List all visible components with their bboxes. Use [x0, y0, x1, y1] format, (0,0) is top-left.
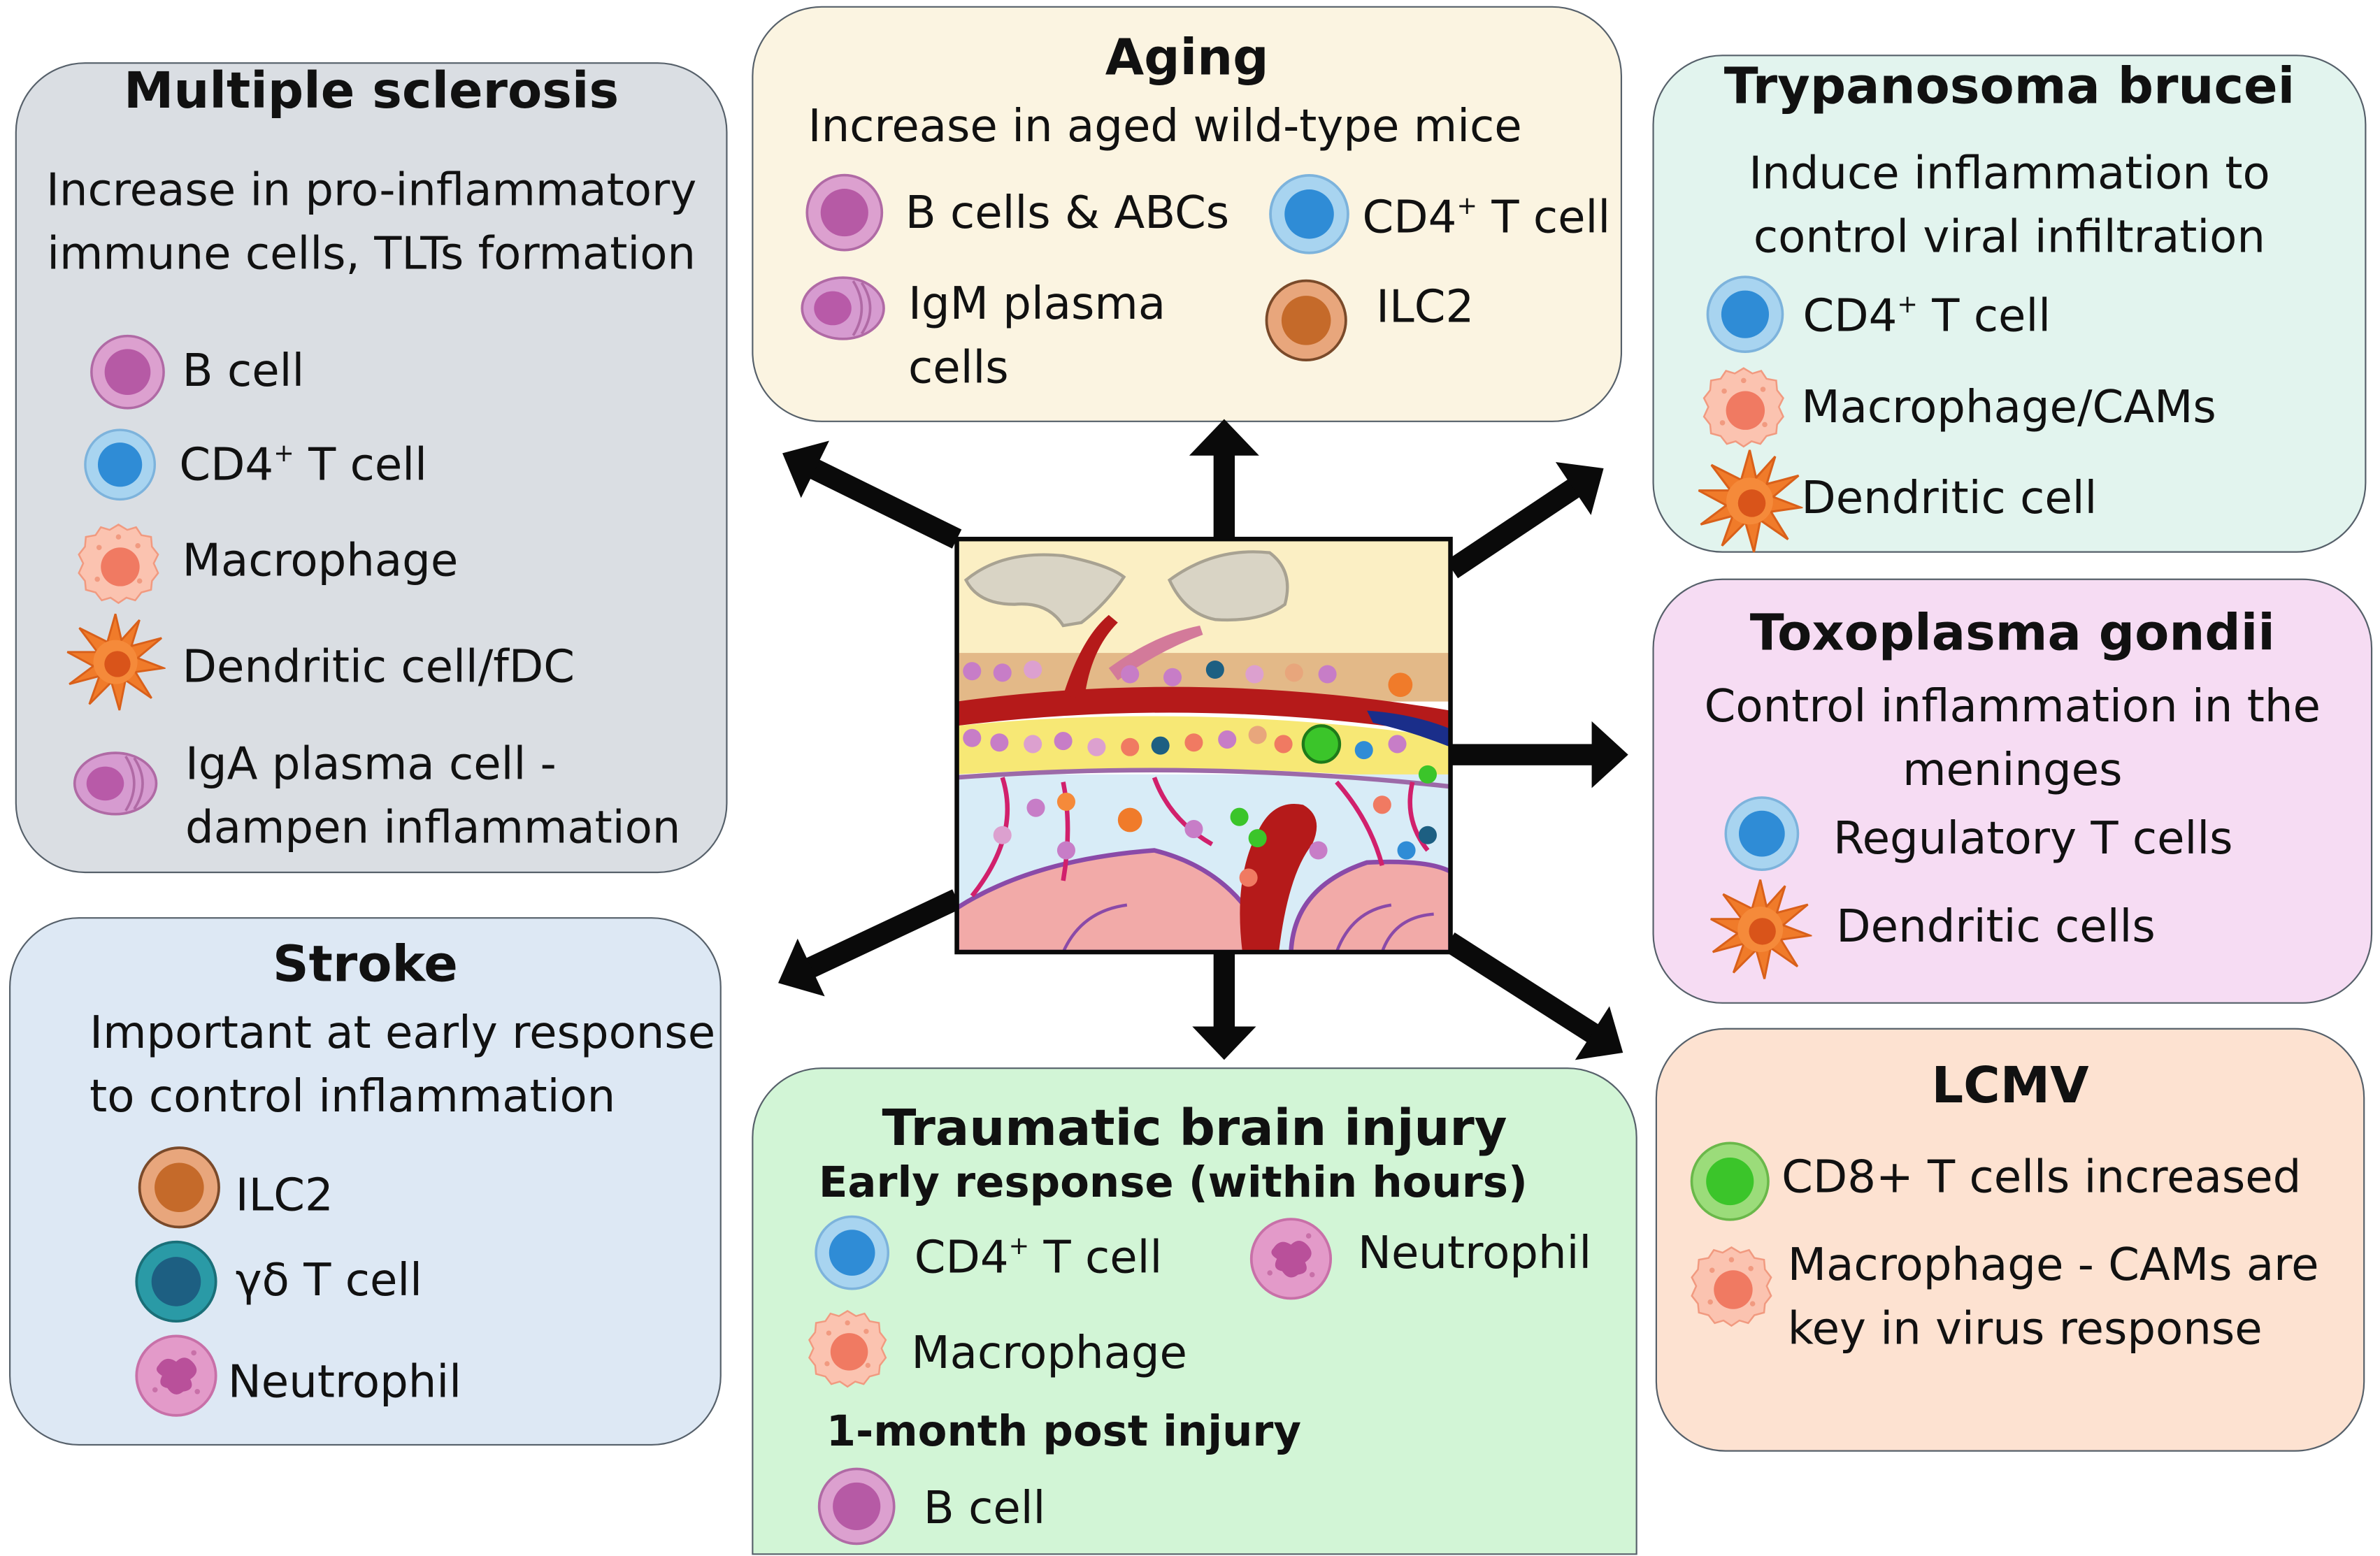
- gamma-delta-t-cell-label: γδ T cell: [235, 1254, 423, 1306]
- b-cell-label: B cell: [182, 345, 305, 396]
- panel-title: Aging: [1105, 27, 1269, 87]
- dendritic-cells-label: Dendritic cells: [1836, 900, 2156, 953]
- neutrophil-label: Neutrophil: [227, 1355, 462, 1408]
- stroke-panel: Stroke Important at early response to co…: [9, 917, 722, 1446]
- arrow-down-to-tbi: [1192, 953, 1256, 1060]
- panel-title: Trypanosoma brucei: [1723, 56, 2295, 116]
- cd4-t-cell-label: CD4+ T cell: [179, 438, 427, 491]
- trypanosoma-brucei-panel: Trypanosoma brucei Induce inflammation t…: [1652, 55, 2367, 554]
- multiple-sclerosis-panel: Multiple sclerosis Increase in pro-infla…: [15, 60, 728, 874]
- macrophage-cams-label: Macrophage/CAMs: [1801, 381, 2216, 433]
- panel-description: Control inflammation in the meninges: [1704, 680, 2321, 796]
- panel-title: LCMV: [1931, 1055, 2089, 1115]
- macrophage-label: Macrophage: [911, 1327, 1187, 1379]
- iga-plasma-cell-label: IgA plasma cell - dampen inflammation: [185, 737, 681, 853]
- panel-title: Traumatic brain injury: [882, 1097, 1507, 1158]
- lcmv-panel: LCMV CD8+ T cells increased Macrophage -…: [1655, 1028, 2365, 1452]
- b-cells-abcs-label: B cells & ABCs: [905, 187, 1230, 239]
- arrow-upper-right-to-trypanosoma: [1446, 461, 1604, 579]
- dendritic-cell-label: Dendritic cell/fDC: [182, 640, 575, 693]
- cd8-t-cells-label: CD8+ T cells increased: [1782, 1151, 2302, 1203]
- toxoplasma-gondii-panel: Toxoplasma gondii Control inflammation i…: [1652, 578, 2373, 1004]
- arrow-lower-right-to-lcmv: [1443, 932, 1623, 1060]
- ilc2-label: ILC2: [1376, 280, 1475, 333]
- traumatic-brain-injury-panel: Traumatic brain injury Early response (w…: [752, 1067, 1637, 1555]
- b-cell-label: B cell: [923, 1482, 1046, 1534]
- panel-description: Increase in pro-inflammatory immune cell…: [45, 164, 697, 280]
- igm-plasma-cells-label: IgM plasma cells: [908, 278, 1166, 394]
- cd4-t-cell-label: CD4+ T cell: [1802, 289, 2051, 342]
- aging-panel: Aging Increase in aged wild-type mice B …: [752, 6, 1623, 422]
- arrow-up-to-aging: [1189, 419, 1259, 541]
- cd4-t-cell-label: CD4+ T cell: [1362, 191, 1611, 243]
- regulatory-t-cells-label: Regulatory T cells: [1833, 812, 2233, 865]
- cd4-t-cell-label: CD4+ T cell: [914, 1231, 1163, 1283]
- panel-title: Multiple sclerosis: [124, 60, 619, 120]
- dendritic-cell-label: Dendritic cell: [1801, 472, 2098, 524]
- panel-description: Induce inflammation to control viral inf…: [1749, 147, 2270, 263]
- macrophage-cams-label: Macrophage - CAMs are key in virus respo…: [1787, 1239, 2319, 1355]
- early-response-heading: Early response (within hours): [818, 1157, 1528, 1207]
- ilc2-label: ILC2: [235, 1169, 334, 1221]
- panel-description: Important at early response to control i…: [89, 1007, 716, 1123]
- arrow-lower-left-to-stroke: [778, 889, 962, 997]
- macrophage-label: Macrophage: [182, 534, 459, 586]
- panel-title: Toxoplasma gondii: [1749, 603, 2275, 663]
- arrow-right-to-toxoplasma: [1449, 721, 1628, 788]
- arrow-upper-left-to-ms: [782, 440, 962, 549]
- neutrophil-label: Neutrophil: [1358, 1227, 1592, 1279]
- panel-title: Stroke: [272, 933, 458, 993]
- one-month-post-injury-heading: 1-month post injury: [826, 1406, 1302, 1457]
- panel-description: Increase in aged wild-type mice: [808, 100, 1522, 152]
